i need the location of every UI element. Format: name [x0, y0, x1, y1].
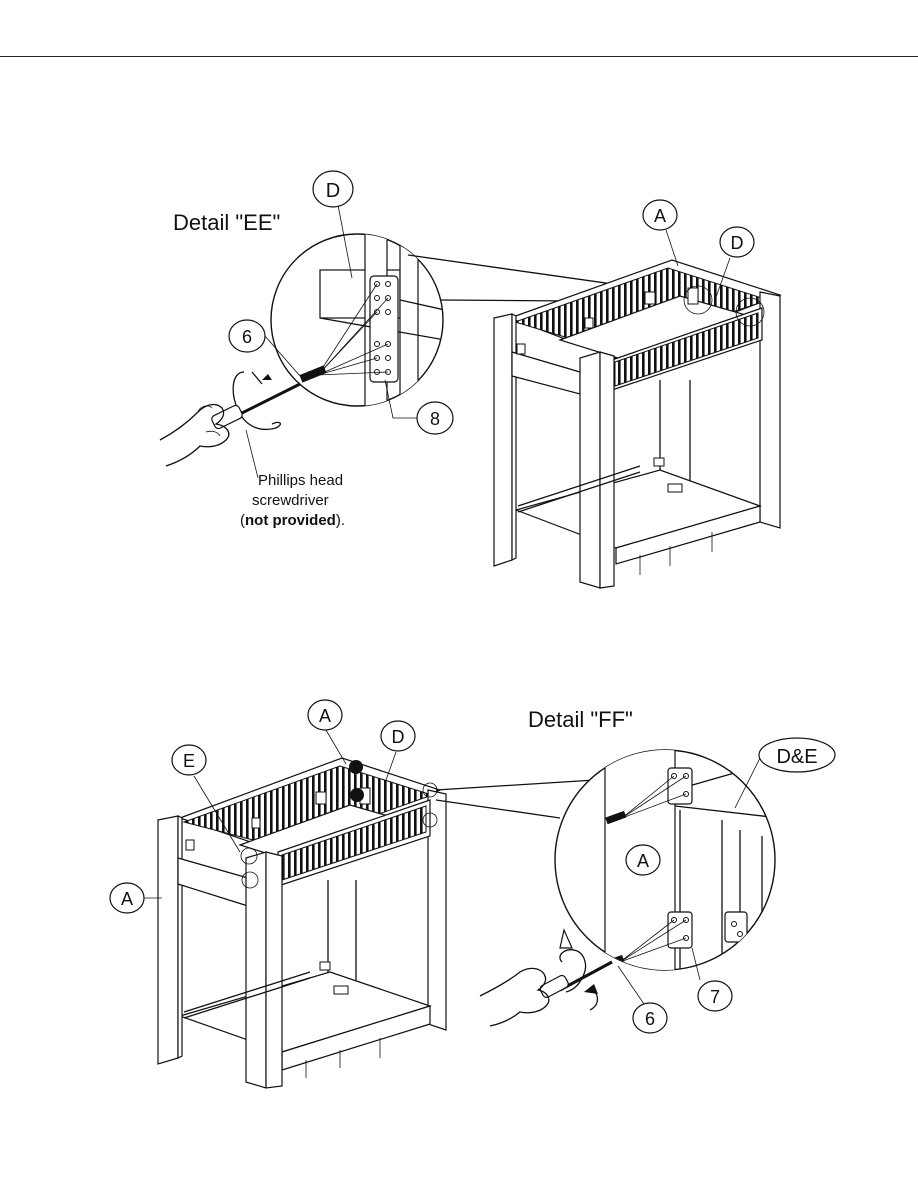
callout-8: 8 [384, 379, 454, 435]
svg-text:Phillips head: Phillips head [258, 472, 343, 489]
svg-text:A: A [319, 706, 331, 726]
svg-text:A: A [654, 206, 666, 226]
callout-a-top: A [307, 699, 347, 765]
callout-de: D&E [734, 737, 836, 809]
callout-6: 6 [228, 319, 301, 377]
detail-ee-zoom [270, 233, 444, 407]
svg-text:E: E [183, 751, 195, 771]
svg-text:(not provided).: (not provided). [240, 512, 345, 529]
callout-a-zoom: A [625, 844, 661, 876]
svg-text:D: D [731, 233, 744, 253]
callout-e-top: E [171, 744, 241, 853]
svg-text:6: 6 [645, 1009, 655, 1029]
detail-ee-title: Detail "EE" [173, 210, 280, 235]
svg-text:screwdriver: screwdriver [252, 492, 329, 509]
tool-note: Phillips head screwdriver (not provided)… [240, 429, 345, 529]
svg-text:6: 6 [242, 327, 252, 347]
figure-2: Detail "FF" [109, 699, 836, 1089]
detail-ff-zoom [554, 749, 776, 971]
header-rule [0, 56, 918, 57]
svg-text:D: D [326, 180, 340, 202]
svg-text:A: A [637, 851, 649, 871]
callout-d-top: D [380, 720, 416, 781]
callout-6-bottom: 6 [617, 965, 668, 1034]
callout-a-main: A [642, 199, 679, 267]
detail-ff-title: Detail "FF" [528, 707, 633, 732]
svg-text:8: 8 [430, 409, 440, 429]
svg-text:7: 7 [710, 987, 720, 1007]
svg-text:D&E: D&E [776, 746, 817, 768]
callout-d-main: D [714, 226, 755, 301]
svg-text:D: D [392, 727, 405, 747]
cabinet-unit-1 [493, 259, 782, 589]
svg-text:A: A [121, 889, 133, 909]
hand-with-screwdriver-icon-2 [479, 928, 613, 1027]
cabinet-unit-2 [157, 757, 447, 1089]
callout-7: 7 [691, 947, 733, 1012]
figure-1: Detail "EE" [159, 170, 782, 589]
hand-with-screwdriver-icon [159, 371, 301, 467]
callout-d-zoom: D [312, 170, 354, 279]
callout-a-left: A [109, 882, 162, 914]
